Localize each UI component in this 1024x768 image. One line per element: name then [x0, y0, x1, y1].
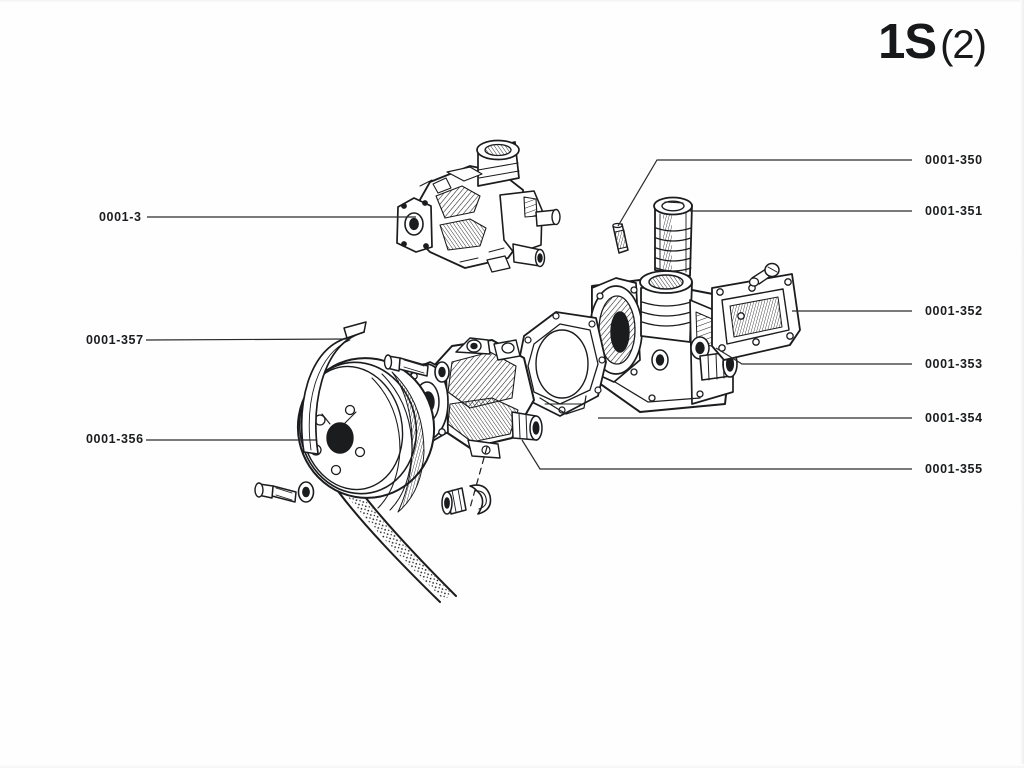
callout-label: 0001-352 [925, 304, 983, 318]
page-title-main: 1S [878, 15, 937, 69]
callout-label: 0001-355 [925, 462, 983, 476]
callout-label: 0001-350 [925, 153, 983, 167]
page-title: 1S(2) [878, 15, 987, 69]
callout-0001-353: 0001-353 [925, 358, 983, 371]
part-carburettor-assembly [396, 139, 561, 273]
scan-edge-bottom [0, 764, 1024, 768]
part-washer-lower [297, 481, 315, 503]
callout-label: 0001-356 [86, 432, 144, 446]
callout-0001-354: 0001-354 [925, 412, 983, 425]
part-dowel-pin [612, 222, 629, 254]
scan-edge-right [1020, 0, 1024, 768]
part-bolt-upper [383, 354, 429, 377]
callout-label: 0001-3 [99, 210, 142, 224]
part-pump-housing [589, 270, 738, 413]
part-bolt-lower [254, 482, 297, 503]
leader-0001-350 [617, 159, 912, 227]
callout-0001-355: 0001-355 [925, 463, 983, 476]
callout-label: 0001-353 [925, 357, 983, 371]
part-fan-shroud-bracket [300, 321, 367, 455]
leader-0001-355 [521, 439, 912, 470]
part-water-pump-body [403, 337, 543, 459]
callout-0001-356: 0001-356 [86, 433, 144, 446]
callout-0001-350: 0001-350 [925, 154, 983, 167]
part-seal-assembly [441, 446, 492, 515]
callout-label: 0001-357 [86, 333, 144, 347]
callout-0001-3: 0001-3 [99, 211, 142, 224]
part-cover-plate [711, 262, 801, 361]
callout-0001-351: 0001-351 [925, 205, 983, 218]
callout-0001-357: 0001-357 [86, 334, 144, 347]
callout-label: 0001-351 [925, 204, 983, 218]
callout-0001-352: 0001-352 [925, 305, 983, 318]
scan-edge-top [0, 0, 1024, 3]
page-title-sub: (2) [940, 23, 987, 67]
part-washer-upper [434, 361, 450, 383]
leader-0001-357 [145, 338, 348, 341]
part-pulley [296, 357, 457, 603]
callout-label: 0001-354 [925, 411, 983, 425]
leader-0001-353 [715, 347, 912, 365]
part-hose-neck [653, 196, 693, 277]
